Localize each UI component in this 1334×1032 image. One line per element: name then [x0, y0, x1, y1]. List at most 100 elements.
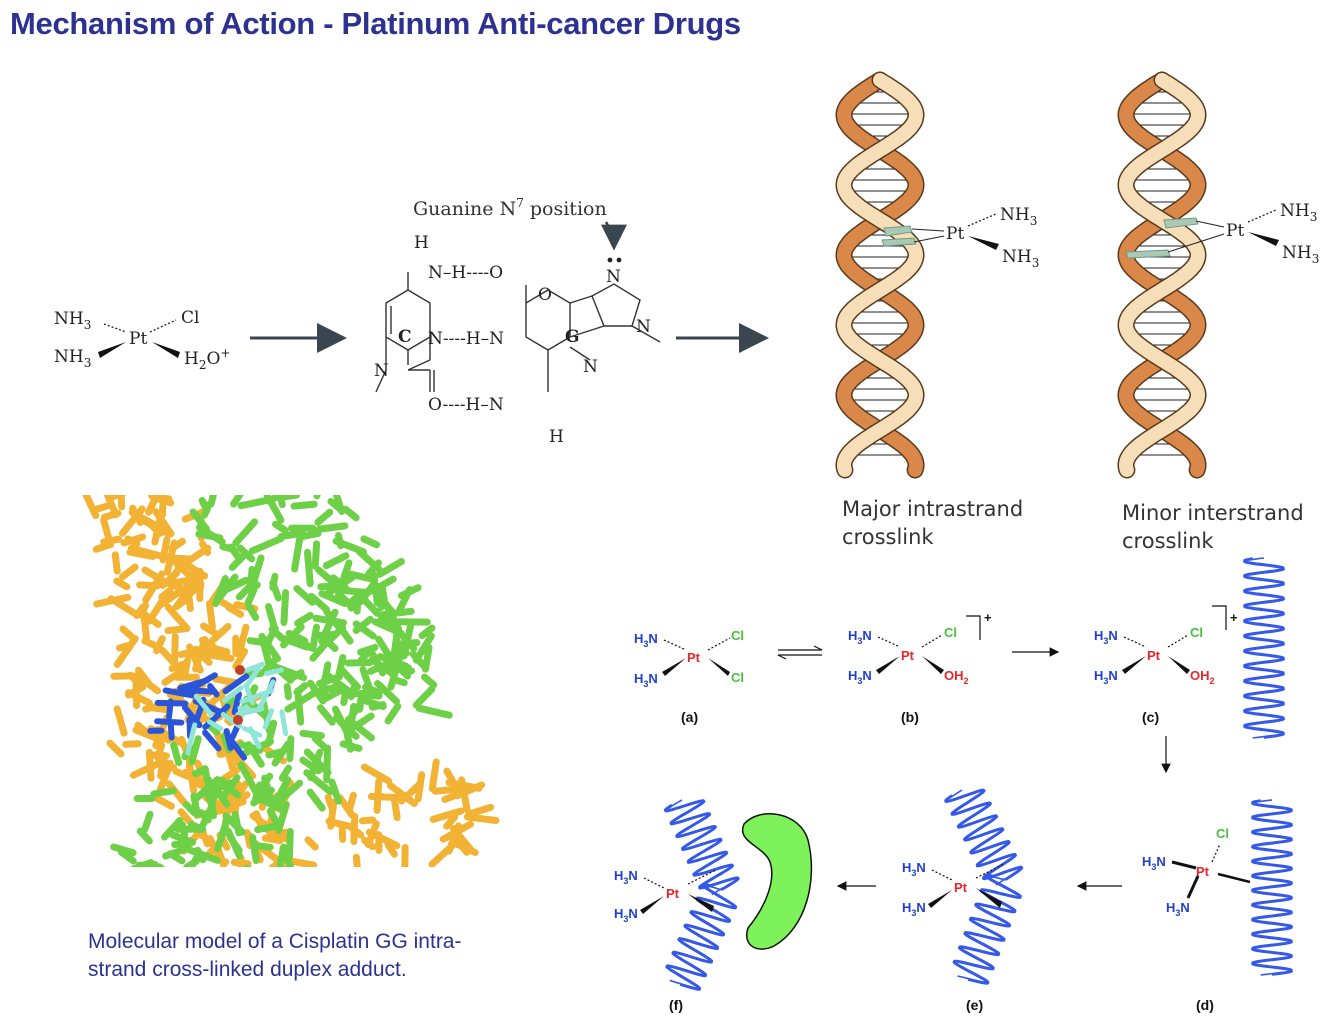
model-bond — [264, 603, 278, 630]
model-bond — [269, 572, 279, 592]
label-c: (c) — [1142, 709, 1159, 725]
model-bond — [165, 780, 189, 808]
model-bond — [207, 777, 227, 807]
model-bond — [166, 698, 174, 721]
n-h-n-bond: N----H–N — [428, 329, 504, 349]
model-bond — [312, 614, 347, 627]
model-bond — [302, 865, 309, 867]
model-bond — [177, 677, 211, 692]
model-bond — [376, 594, 397, 617]
model-bond — [303, 548, 314, 588]
dna-coil-e-lower — [952, 874, 1022, 984]
molecular-model-image — [82, 495, 500, 884]
model-bond — [172, 767, 192, 780]
model-bond — [214, 816, 231, 853]
model-bond — [161, 664, 190, 686]
model-bond — [293, 585, 316, 606]
model-bond — [340, 686, 350, 707]
model-bond — [365, 559, 383, 578]
model-bond — [439, 820, 474, 843]
model-bond — [337, 586, 372, 597]
model-bond — [170, 741, 183, 767]
dna-coil-c — [1243, 557, 1285, 739]
guanine-n3: N — [583, 357, 598, 377]
caption-line: Minor interstrand — [1122, 501, 1304, 525]
model-bond — [291, 535, 304, 573]
model-bond — [294, 611, 314, 627]
hmg-protein-shape — [741, 813, 813, 950]
label-f: (f) — [669, 997, 683, 1013]
amine-h-top: H — [414, 233, 429, 253]
model-bond — [272, 520, 289, 534]
model-bond — [269, 871, 272, 884]
model-bond — [453, 781, 486, 800]
model-bond — [163, 539, 178, 576]
amine-h-bottom: H — [549, 427, 564, 447]
cytosine-n1: N — [374, 361, 389, 381]
label-b: (b) — [901, 709, 919, 725]
model-bond — [186, 761, 198, 795]
nh3-label: NH3 — [1000, 205, 1037, 228]
model-bond — [124, 535, 141, 548]
model-bond — [167, 720, 175, 741]
lone-pair-dot — [616, 257, 622, 263]
svg-text:Cl: Cl — [1190, 625, 1203, 640]
model-bond — [113, 705, 128, 737]
svg-text:H3N: H3N — [848, 628, 872, 646]
model-bond — [390, 628, 401, 657]
complex-b: H3N H3N Pt Cl OH2 + — [848, 610, 992, 686]
model-bond — [324, 793, 336, 811]
model-bond — [161, 817, 184, 841]
major-crosslink-caption: Major intrastrand crosslink — [842, 495, 1023, 551]
model-bond — [193, 693, 214, 718]
model-bond — [199, 802, 216, 828]
complex-a: H3N H3N Pt Cl Cl — [634, 628, 744, 689]
stick-model — [82, 495, 500, 884]
model-bond — [103, 495, 120, 519]
model-bond — [164, 603, 191, 632]
model-bond — [227, 736, 248, 761]
model-bond — [122, 740, 142, 748]
model-bond — [171, 839, 192, 849]
model-bond — [152, 794, 175, 810]
model-bond — [311, 734, 331, 754]
complex-c: H3N H3N Pt Cl OH2 + — [1094, 605, 1238, 686]
model-bond — [421, 673, 438, 689]
model-bond — [358, 816, 377, 825]
molecular-model-caption: Molecular model of a Cisplatin GG intra-… — [88, 930, 462, 981]
model-bond — [412, 632, 435, 664]
complex-f: H3N H3N Pt — [614, 868, 717, 924]
model-bond — [183, 801, 198, 817]
model-bond — [335, 590, 354, 608]
model-bond — [327, 497, 346, 515]
model-bond — [113, 577, 131, 591]
model-bond — [280, 846, 294, 867]
model-bond — [152, 508, 175, 538]
model-bond — [250, 786, 275, 807]
model-bond — [170, 633, 179, 671]
model-bond — [129, 759, 164, 779]
model-bond — [384, 840, 398, 858]
dna-coil-d — [1251, 799, 1293, 976]
model-bond — [322, 552, 350, 570]
major-adduct: Pt NH3 NH3 — [881, 205, 1039, 270]
svg-text:Cl: Cl — [731, 670, 744, 685]
model-bond — [369, 650, 387, 677]
model-bond — [136, 827, 153, 845]
model-bond — [218, 774, 241, 802]
model-bond — [132, 726, 166, 744]
guanine-n7: N — [606, 267, 621, 287]
model-bond — [230, 858, 252, 867]
model-bond — [396, 586, 414, 614]
model-bond — [137, 670, 146, 690]
model-bond — [132, 673, 141, 710]
model-bond — [181, 704, 203, 729]
model-bond — [237, 705, 255, 713]
model-bond — [117, 495, 126, 511]
model-bond — [360, 763, 393, 785]
model-bond — [306, 788, 326, 812]
model-bond — [118, 505, 146, 537]
model-atom — [235, 665, 245, 675]
model-bond — [186, 643, 204, 674]
model-bond — [283, 683, 292, 701]
